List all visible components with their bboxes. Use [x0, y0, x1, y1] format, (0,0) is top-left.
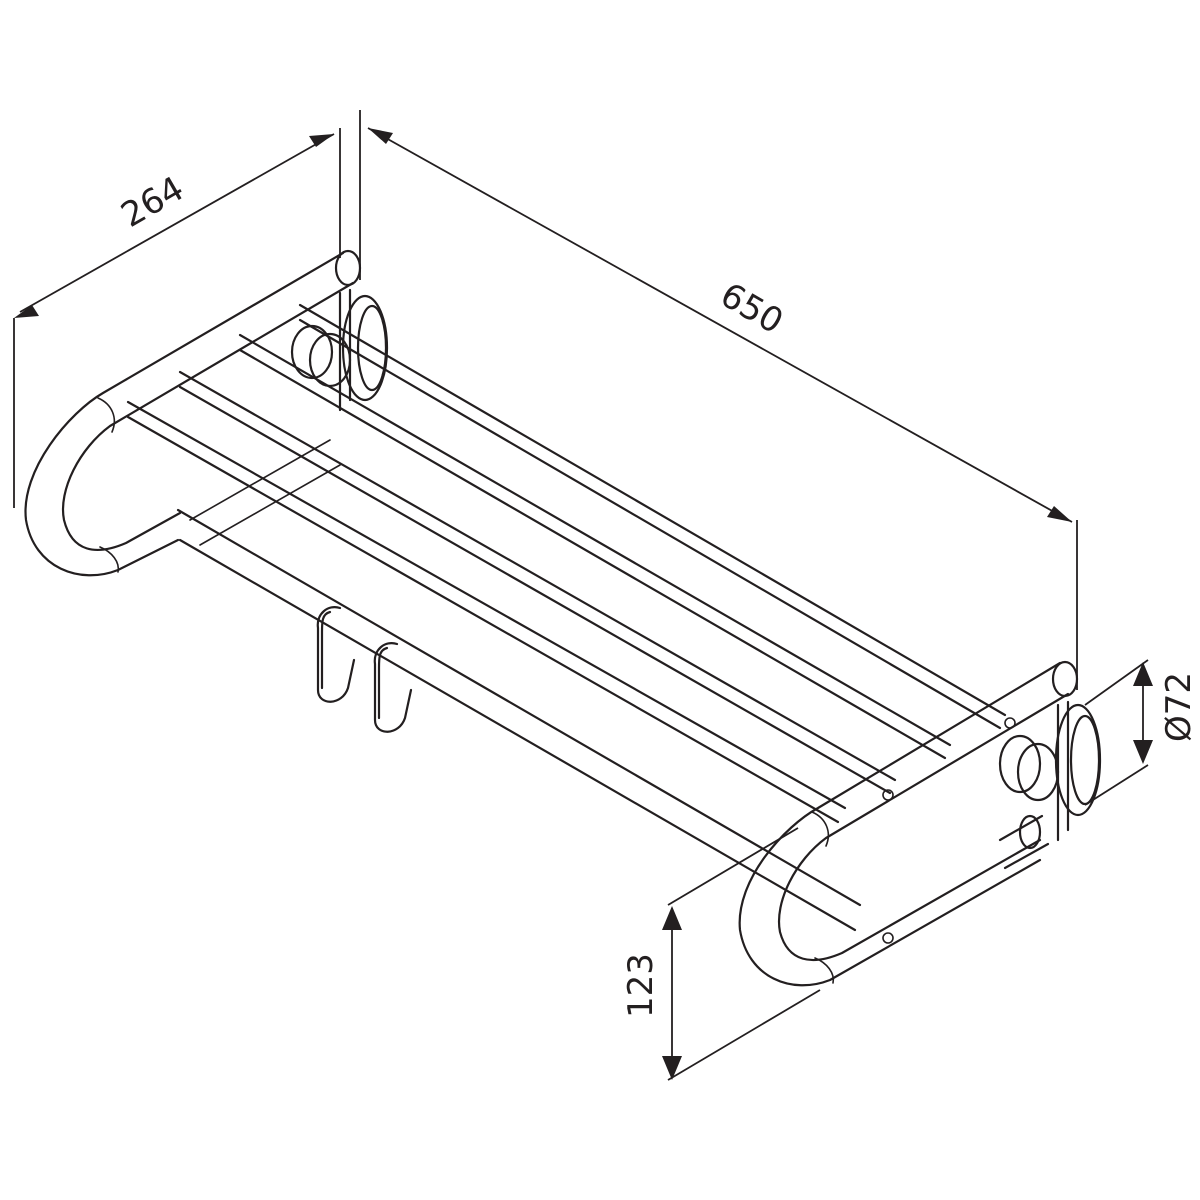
dimension-length: 650: [359, 110, 1078, 690]
left-end-frame: [24, 249, 362, 577]
dimension-height-label: 123: [621, 953, 661, 1018]
left-suction-mount: [290, 288, 389, 412]
dimension-length-label: 650: [714, 275, 790, 342]
right-suction-mount: [998, 700, 1102, 842]
dimension-diameter: Ø72: [1084, 659, 1199, 806]
dimension-diameter-label: Ø72: [1159, 672, 1199, 742]
right-end-frame: [738, 660, 1079, 987]
dimension-height: 123: [621, 827, 821, 1081]
shelf-bars: [126, 303, 1007, 824]
towel-rack: [24, 249, 1102, 987]
lower-bar: [176, 439, 862, 932]
hooks: [316, 606, 413, 733]
dimension-depth-label: 264: [115, 169, 191, 236]
